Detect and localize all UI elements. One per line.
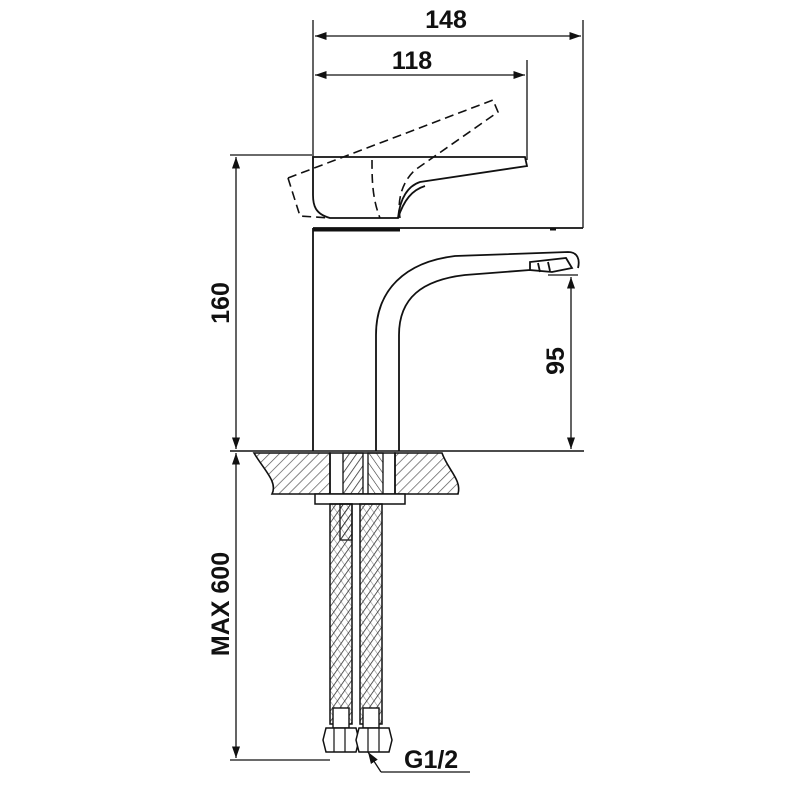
hose-length-label: MAX 600 xyxy=(207,552,235,656)
dimension-hose-length: MAX 600 xyxy=(207,453,330,761)
lever-width-label: 118 xyxy=(392,47,432,75)
overall-width-label: 148 xyxy=(425,6,467,34)
dimension-spout-height: 95 xyxy=(542,274,578,449)
dimension-lever-width: 118 xyxy=(315,47,528,160)
thread-callout: G1/2 xyxy=(367,746,470,774)
thread-label: G1/2 xyxy=(404,746,458,774)
lever-handle-raised xyxy=(287,98,499,219)
dimension-total-height: 160 xyxy=(207,154,312,449)
faucet-body xyxy=(312,227,583,451)
spout-height-label: 95 xyxy=(542,347,570,375)
countertop-section xyxy=(252,452,460,505)
supply-hoses xyxy=(322,503,393,753)
total-height-label: 160 xyxy=(207,282,235,324)
dimension-overall-width: 148 xyxy=(312,6,584,228)
